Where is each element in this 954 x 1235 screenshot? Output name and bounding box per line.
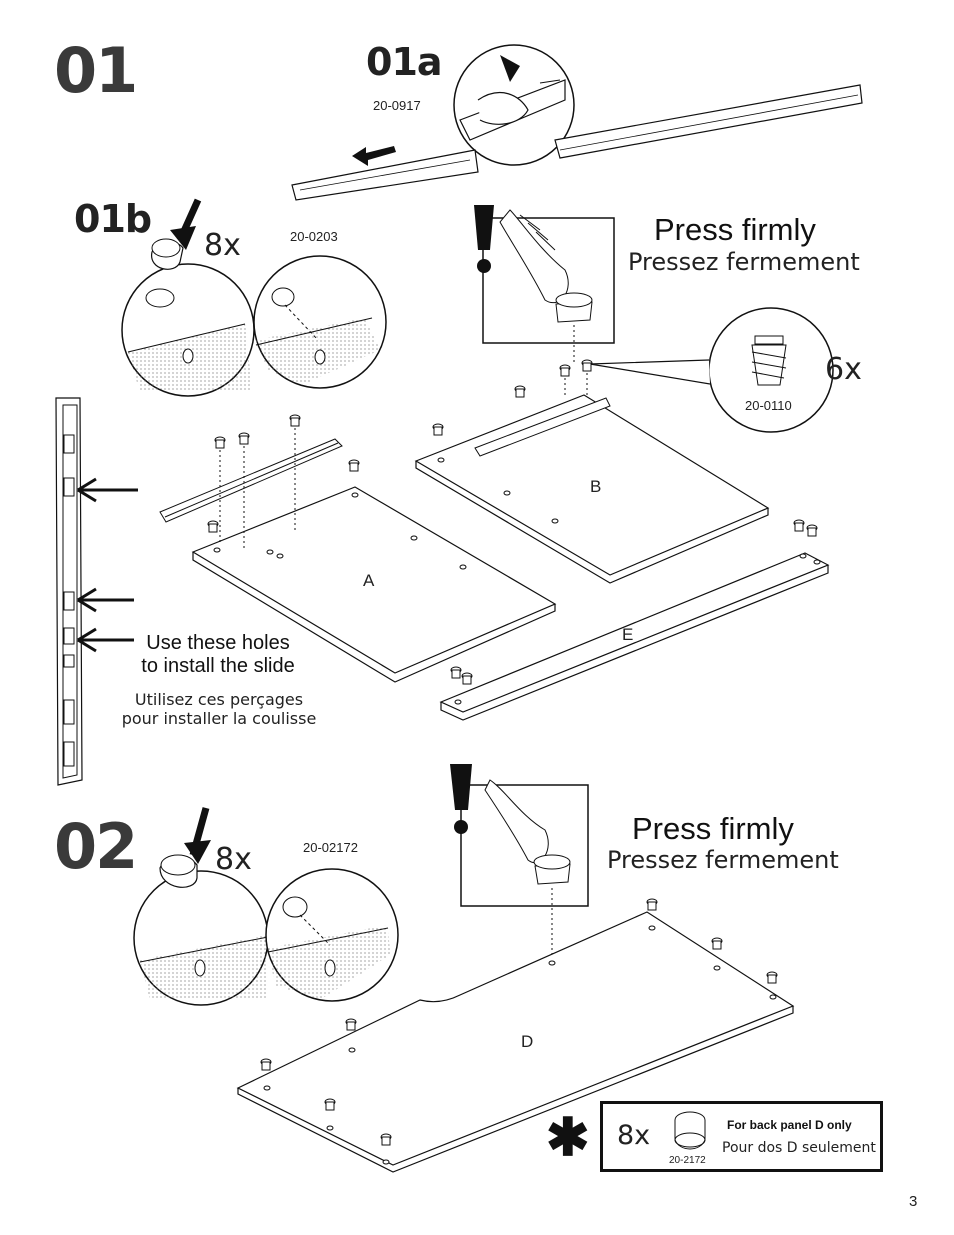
back-panel-note: 8x 20-2172 For back panel D only Pour do…	[600, 1101, 883, 1172]
slide-note-fr-line2: pour installer la coulisse	[121, 709, 317, 728]
panel-d-label: D	[521, 1032, 534, 1051]
note-cam-drawing	[674, 1111, 706, 1150]
panel-a-label: A	[363, 571, 375, 590]
press-firmly-en-2: Press firmly	[632, 811, 794, 846]
slide-note-en-line1: Use these holes	[146, 632, 290, 654]
cam-callout-6x	[589, 307, 834, 433]
panel-e-drawing	[439, 519, 830, 721]
asterisk-icon: ✱	[546, 1109, 590, 1167]
slide-note-en-line2: to install the slide	[141, 655, 295, 677]
step-01-number: 01	[54, 34, 138, 107]
slide-note-en: Use these holes to install the slide	[128, 632, 308, 678]
cam-part-code-6x: 20-0110	[745, 398, 792, 413]
step-01b-label: 01b	[74, 197, 152, 241]
press-firmly-fr-1: Pressez fermement	[628, 248, 860, 276]
panel-d-drawing	[236, 898, 795, 1173]
page-number: 3	[909, 1193, 918, 1210]
press-firmly-en-1: Press firmly	[654, 212, 816, 247]
note-fr: Pour dos D seulement	[722, 1140, 876, 1156]
slide-note-fr-line1: Utilisez ces perçages	[134, 690, 304, 709]
press-firmly-box-1	[474, 205, 615, 365]
cam-quantity-01b: 8x	[204, 228, 241, 263]
note-en: For back panel D only	[727, 1118, 852, 1132]
panel-b-label: B	[590, 477, 602, 496]
slide-profile-left	[55, 397, 138, 786]
panel-a-drawing	[159, 414, 557, 683]
step-01a-label: 01a	[366, 40, 443, 84]
note-quantity: 8x	[617, 1120, 651, 1151]
panel-b-drawing	[414, 359, 770, 584]
cam-part-code-01b: 20-0203	[290, 229, 338, 244]
slide-note-fr: Utilisez ces perçages pour installer la …	[110, 690, 328, 728]
cam-quantity-02: 8x	[215, 842, 252, 877]
slide-part-code: 20-0917	[373, 98, 421, 113]
note-part-code: 20-2172	[669, 1155, 706, 1166]
drawer-slide-01a	[291, 44, 863, 201]
step-02-number: 02	[54, 810, 138, 883]
panel-e-label: E	[622, 625, 634, 644]
cam-detail-01b	[121, 198, 387, 397]
cam-part-code-02: 20-02172	[303, 840, 358, 855]
cam-detail-02	[133, 807, 399, 1006]
press-firmly-box-2	[450, 764, 589, 955]
press-firmly-fr-2: Pressez fermement	[607, 846, 839, 874]
cam-quantity-6x: 6x	[825, 352, 862, 387]
